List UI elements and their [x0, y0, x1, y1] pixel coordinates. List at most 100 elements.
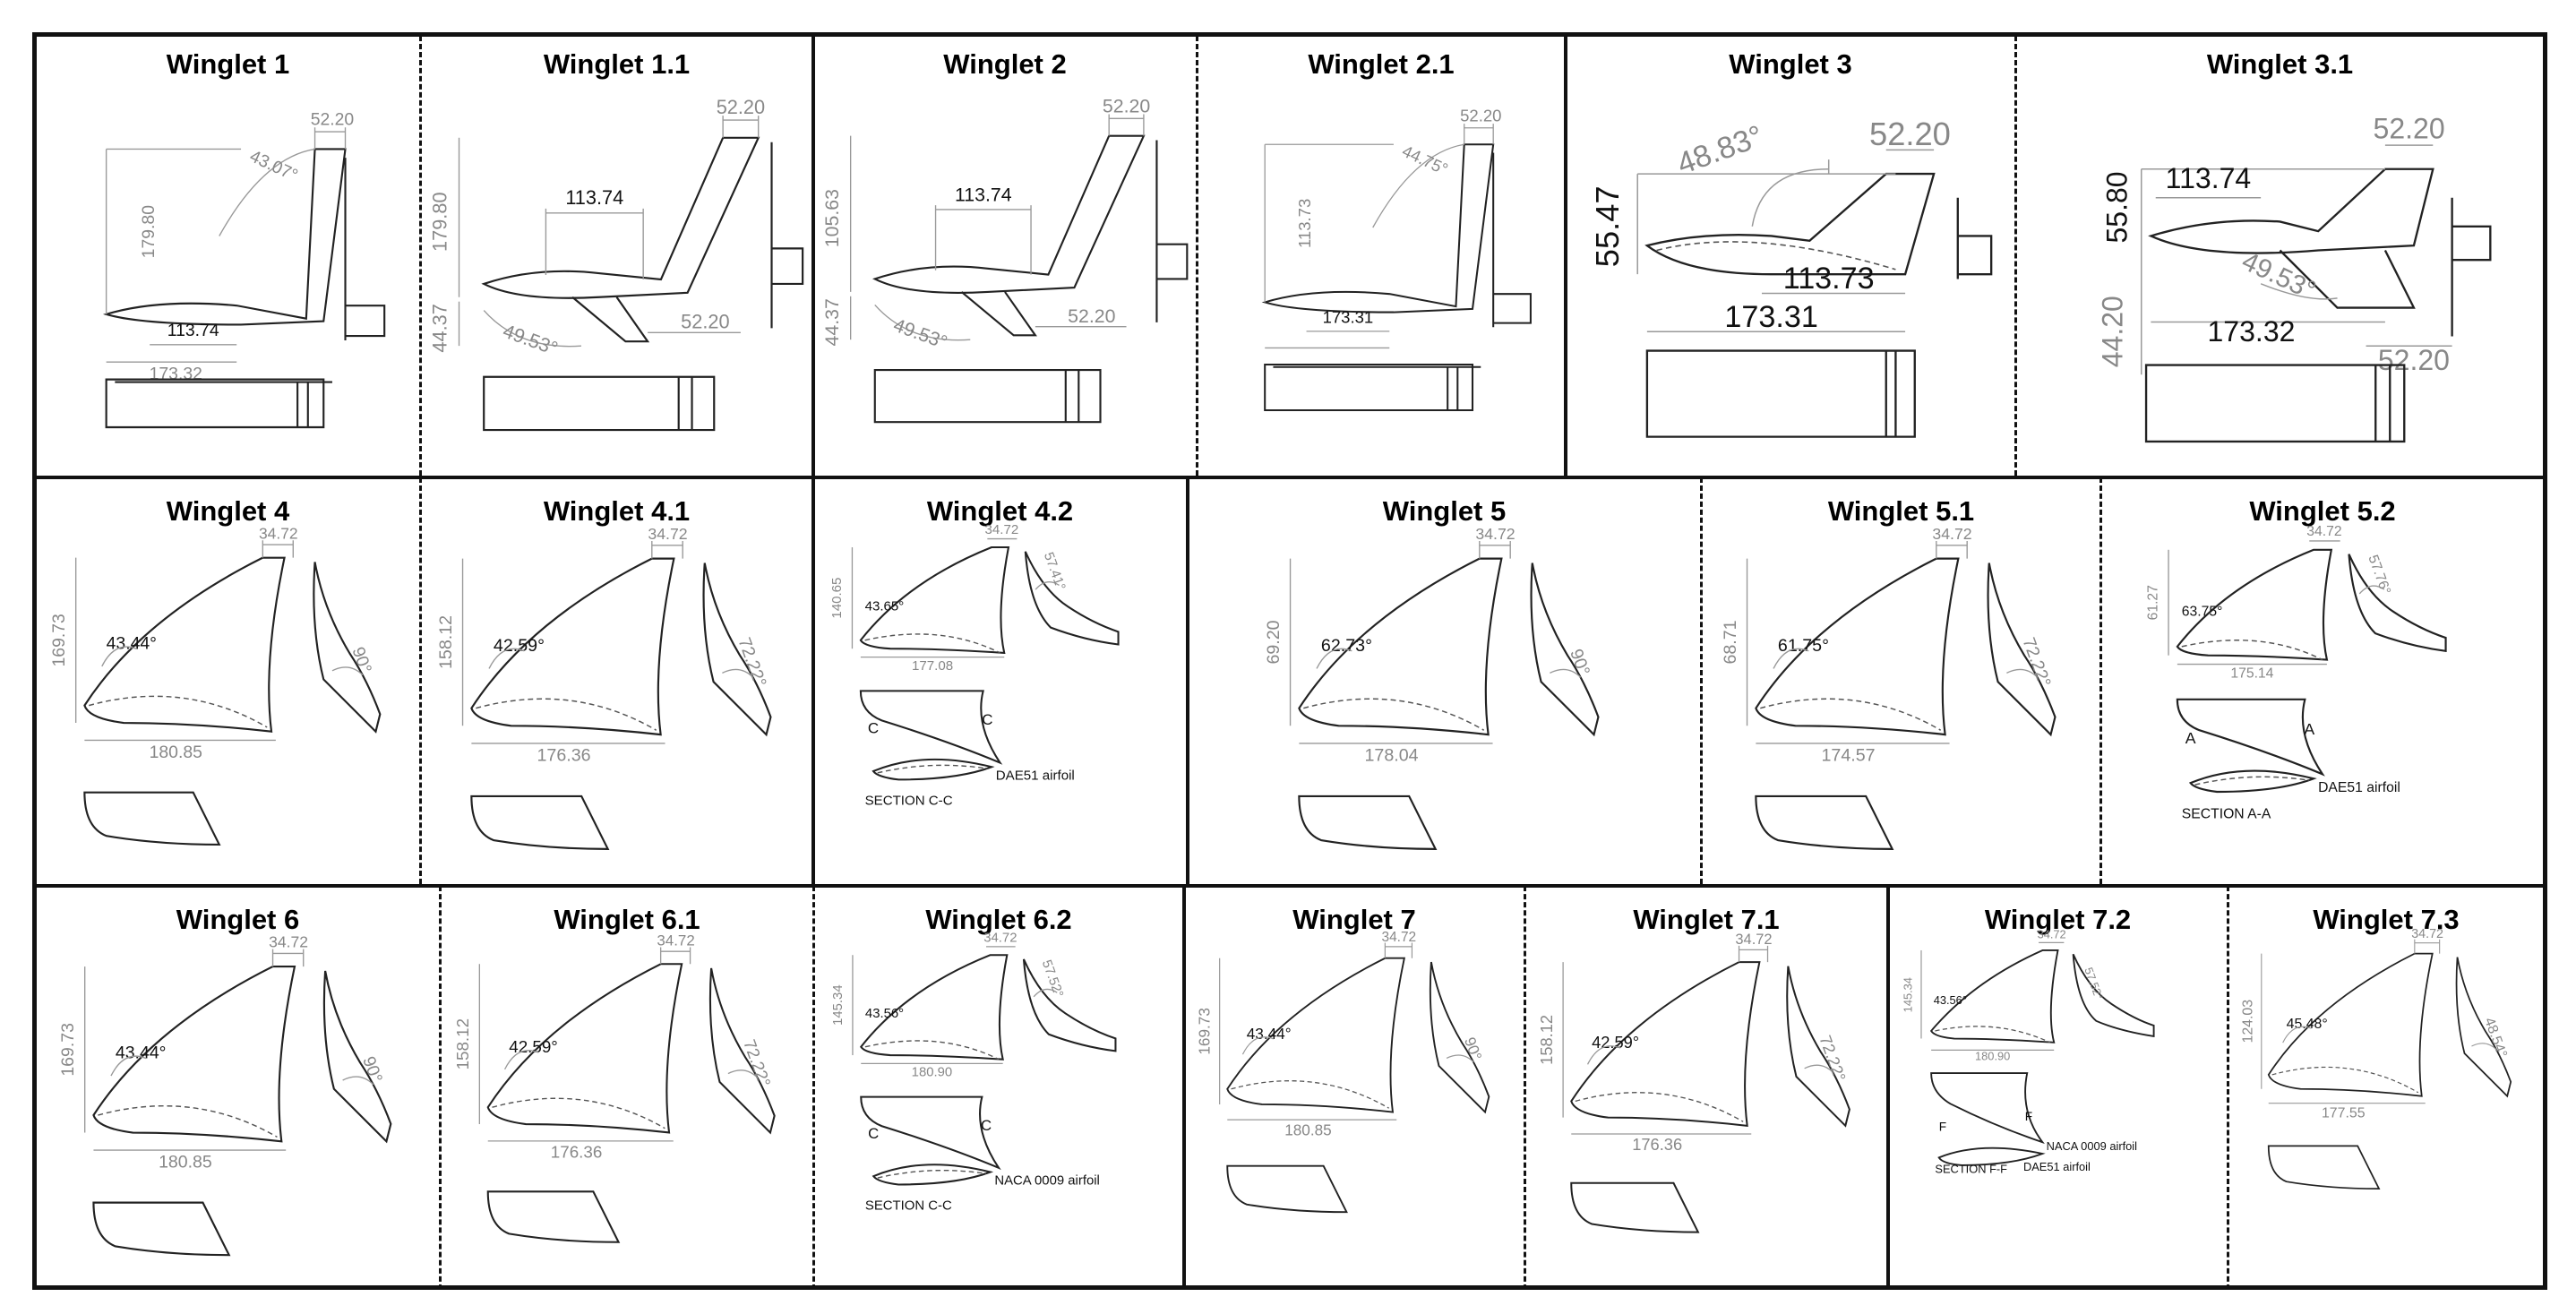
dimension-line [342, 1076, 374, 1086]
dimension-label: 48.54° [2481, 1016, 2510, 1060]
dimension-line [262, 540, 294, 558]
dimension-label: 34.72 [1932, 525, 1971, 543]
panel-divider [2099, 477, 2102, 884]
panel-divider [1886, 886, 1890, 1290]
dimension-label: 173.32 [150, 365, 202, 384]
winglet-front-view [859, 545, 1010, 655]
winglet-side-view [1429, 961, 1490, 1114]
winglet-top-view [92, 1201, 231, 1257]
winglet-top-view [486, 1190, 621, 1243]
winglet-front-view [1261, 143, 1495, 313]
dimension-line [1446, 1054, 1474, 1063]
panel-divider [1186, 477, 1189, 884]
lower-fin [571, 296, 650, 343]
winglet-top-edge [1064, 370, 1080, 423]
dimension-line [1241, 1036, 1275, 1055]
hidden-line [2194, 776, 2310, 786]
dimension-line [1384, 942, 1413, 958]
winglet-front-view [1298, 557, 1503, 736]
dimension-label: 52.20 [2374, 113, 2445, 145]
dimension-label: 180.85 [150, 743, 202, 762]
dimension-label: NACA 0009 airfoil [994, 1173, 1100, 1188]
dimension-label: 173.31 [1323, 308, 1374, 327]
row-divider [32, 884, 2547, 888]
hidden-line [877, 1169, 987, 1179]
dimension-line [1264, 143, 1394, 303]
dimension-label: 173.32 [2208, 315, 2296, 348]
panel-title: Winglet 2 [943, 48, 1067, 80]
dimension-label: 158.12 [1537, 1015, 1556, 1065]
winglet-side-view [702, 563, 772, 737]
dimension-line [219, 148, 315, 236]
panel-title: Winglet 6 [176, 904, 300, 935]
winglet-side-view [344, 158, 386, 340]
dimension-label: 158.12 [436, 615, 456, 669]
dimension-label: 43.56° [865, 1007, 904, 1021]
dimension-label: 90° [358, 1054, 386, 1086]
winglet-top-view [105, 378, 325, 429]
dimension-label: 177.08 [912, 658, 953, 674]
panel-title: Winglet 1 [166, 48, 290, 80]
winglet-front-view [481, 136, 760, 299]
winglet-top-view [873, 369, 1102, 424]
dimension-label: 34.72 [2038, 927, 2066, 940]
winglet-front-view [1755, 557, 1960, 736]
panel-divider [1196, 36, 1198, 476]
dimension-label: 113.73 [1295, 199, 1314, 248]
winglet-top-view [2144, 364, 2406, 443]
dimension-label: 158.12 [453, 1018, 472, 1070]
dimension-line [722, 668, 754, 678]
winglet-side-view [2455, 957, 2512, 1098]
panel-divider [2014, 36, 2017, 476]
dimension-line [659, 947, 691, 965]
dimension-label: F [2025, 1110, 2032, 1123]
winglet-top-view [1264, 363, 1474, 412]
winglet-side-view [1956, 197, 1993, 279]
panel-title: Winglet 4.1 [543, 495, 691, 527]
dimension-label: 55.47 [1589, 185, 1626, 267]
dimension-line [1479, 540, 1511, 559]
dimension-label: 178.04 [1365, 746, 1419, 766]
dimension-line [874, 305, 971, 341]
dimension-label: 57.52° [2082, 966, 2106, 1001]
panel-title: Winglet 4.2 [926, 495, 1074, 527]
winglet-top-view [1755, 794, 1894, 850]
winglet-front-view [872, 134, 1146, 294]
hidden-line [492, 1097, 665, 1129]
dimension-label: C [868, 1125, 879, 1142]
panel-divider [1700, 477, 1703, 884]
dimension-label: 113.74 [2166, 162, 2252, 194]
dimension-line [105, 148, 242, 314]
dimension-line [1035, 581, 1060, 590]
winglet-front-view [1570, 961, 1761, 1127]
dimension-label: 90° [1461, 1035, 1486, 1062]
dimension-label: 72.22° [2018, 635, 2054, 690]
dimension-line [722, 116, 760, 138]
dimension-label: 52.20 [311, 109, 355, 129]
dimension-label: 43.56° [1934, 993, 1967, 1007]
dimension-label: 176.36 [537, 746, 591, 766]
dimension-label: 43.07° [246, 146, 300, 185]
dimension-line [2358, 585, 2385, 595]
dimension-line [1738, 945, 1769, 963]
dimension-label: 52.20 [717, 96, 765, 118]
dimension-label: SECTION F-F [1935, 1162, 2007, 1175]
